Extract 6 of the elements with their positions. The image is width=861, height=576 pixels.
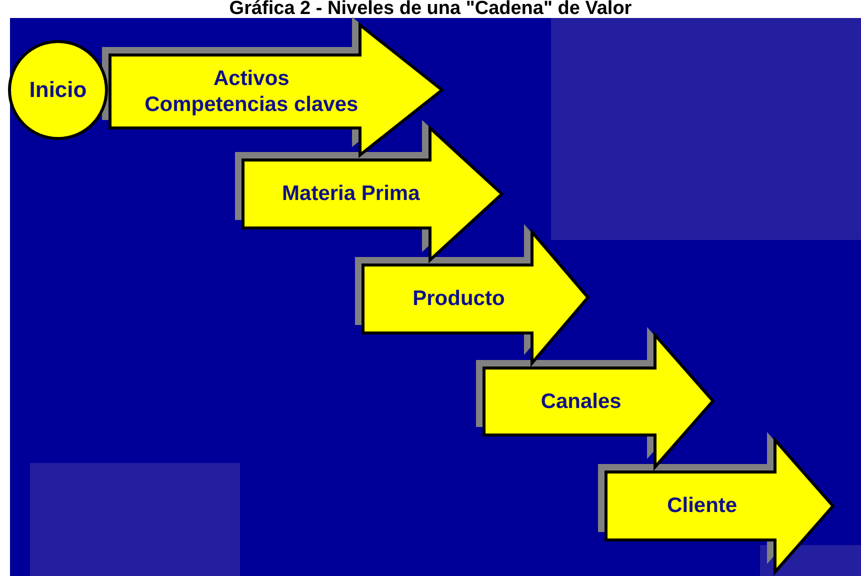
step-label: Competencias claves xyxy=(144,92,360,117)
step-label: Activos xyxy=(212,66,290,92)
node-label: Inicio xyxy=(28,76,88,104)
title: Gráfica 2 - Niveles de una "Cadena" de Valor xyxy=(228,0,633,18)
process-step-shape xyxy=(102,17,442,155)
step-label: Materia Prima xyxy=(281,181,421,207)
